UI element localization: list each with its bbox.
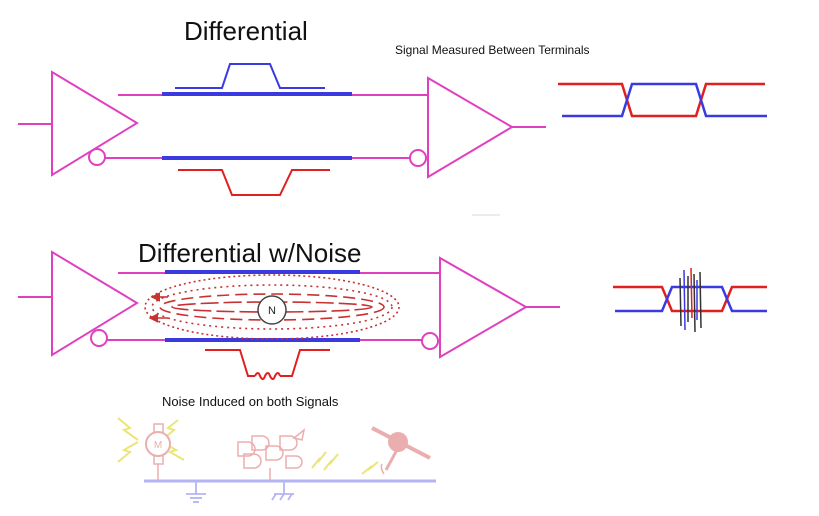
receiver-triangle-icon [439, 256, 529, 359]
caption-signal-measured: Signal Measured Between Terminals [395, 43, 590, 57]
noise-squiggle [254, 372, 281, 380]
motor-label: M [154, 440, 162, 451]
receiver-bubble [409, 149, 427, 167]
positive-pulse [175, 63, 325, 89]
differential-diagram [18, 63, 767, 196]
noise-spikes [679, 267, 702, 333]
negative-pulse-tail [280, 349, 330, 377]
noise-source-icon: N [257, 295, 287, 325]
output-negative-signal [613, 285, 767, 313]
inverter-bubble [90, 329, 108, 347]
logic-gates-icon [237, 428, 306, 480]
driver-triangle-icon [51, 250, 139, 357]
differential-noise-diagram: N [18, 250, 767, 380]
driver-triangle-icon [51, 70, 139, 177]
ground-icon [186, 481, 206, 503]
output-negative-signal [558, 82, 765, 118]
title-differential-noise: Differential w/Noise [138, 238, 362, 268]
noise-sources-illustration: M [117, 417, 436, 503]
motor-icon: M [145, 423, 171, 480]
relay-icon [371, 426, 431, 475]
caption-noise-induced: Noise Induced on both Signals [162, 394, 339, 409]
lightning-icon [117, 417, 379, 475]
receiver-bubble [421, 332, 439, 350]
inverter-bubble [88, 148, 106, 166]
output-positive-signal [562, 82, 767, 118]
receiver-triangle-icon [427, 76, 514, 179]
negative-pulse [205, 349, 255, 377]
title-differential: Differential [184, 16, 308, 46]
negative-pulse [178, 169, 330, 196]
ground-icon [271, 481, 294, 501]
noise-source-label: N [268, 305, 276, 317]
